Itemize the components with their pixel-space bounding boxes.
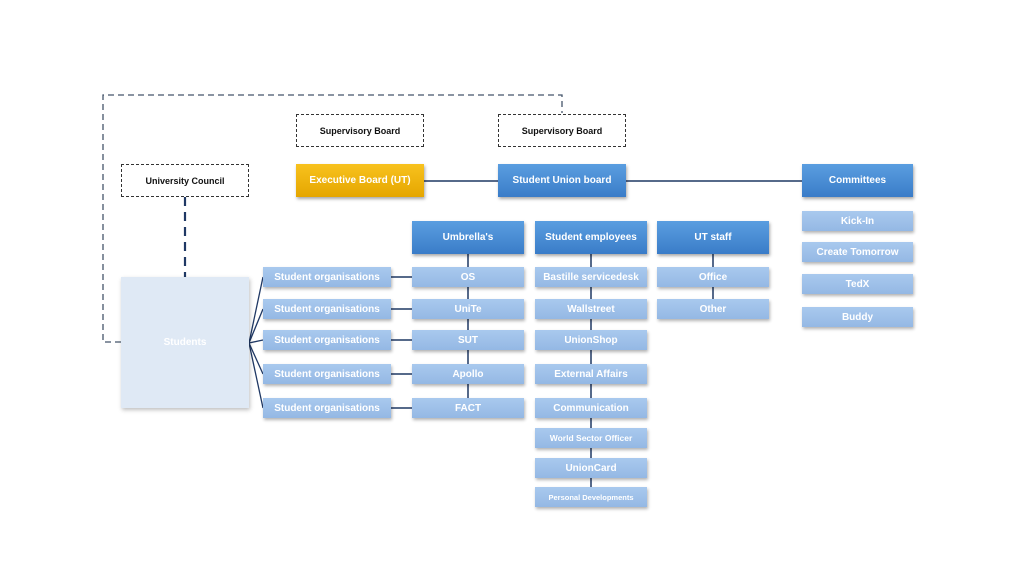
student-organisation-item: Student organisations xyxy=(263,364,391,384)
umbrella-item: FACT xyxy=(412,398,524,418)
student-organisation-item: Student organisations xyxy=(263,398,391,418)
students-box: Students xyxy=(121,277,249,408)
ut-staff-item: Office xyxy=(657,267,769,287)
umbrella-item: UniTe xyxy=(412,299,524,319)
ut-staff-header: UT staff xyxy=(657,221,769,254)
student-union-board: Student Union board xyxy=(498,164,626,197)
supervision-dashed-line xyxy=(102,94,563,343)
employee-item: UnionShop xyxy=(535,330,647,350)
committee-item: Kick-In xyxy=(802,211,913,231)
ut-staff-item: Other xyxy=(657,299,769,319)
umbrella-item: Apollo xyxy=(412,364,524,384)
employee-item: UnionCard xyxy=(535,458,647,478)
umbrellas-header: Umbrella's xyxy=(412,221,524,254)
student-organisation-item: Student organisations xyxy=(263,330,391,350)
supervisory-board-exec: Supervisory Board xyxy=(296,114,424,147)
umbrella-item: OS xyxy=(412,267,524,287)
employee-item: Personal Developments xyxy=(535,487,647,507)
employee-item: Bastille servicedesk xyxy=(535,267,647,287)
student-employees-header: Student employees xyxy=(535,221,647,254)
university-council: University Council xyxy=(121,164,249,197)
org-umbrella-lines xyxy=(391,276,412,409)
committees-header: Committees xyxy=(802,164,913,197)
student-organisation-item: Student organisations xyxy=(263,299,391,319)
supervisory-board-su: Supervisory Board xyxy=(498,114,626,147)
umbrella-item: SUT xyxy=(412,330,524,350)
employee-item: External Affairs xyxy=(535,364,647,384)
student-organisation-item: Student organisations xyxy=(263,267,391,287)
executive-board: Executive Board (UT) xyxy=(296,164,424,197)
committee-item: Buddy xyxy=(802,307,913,327)
students-fanout-lines xyxy=(248,276,264,409)
committee-item: TedX xyxy=(802,274,913,294)
committee-item: Create Tomorrow xyxy=(802,242,913,262)
employee-item: Communication xyxy=(535,398,647,418)
employee-item: World Sector Officer xyxy=(535,428,647,448)
employee-item: Wallstreet xyxy=(535,299,647,319)
